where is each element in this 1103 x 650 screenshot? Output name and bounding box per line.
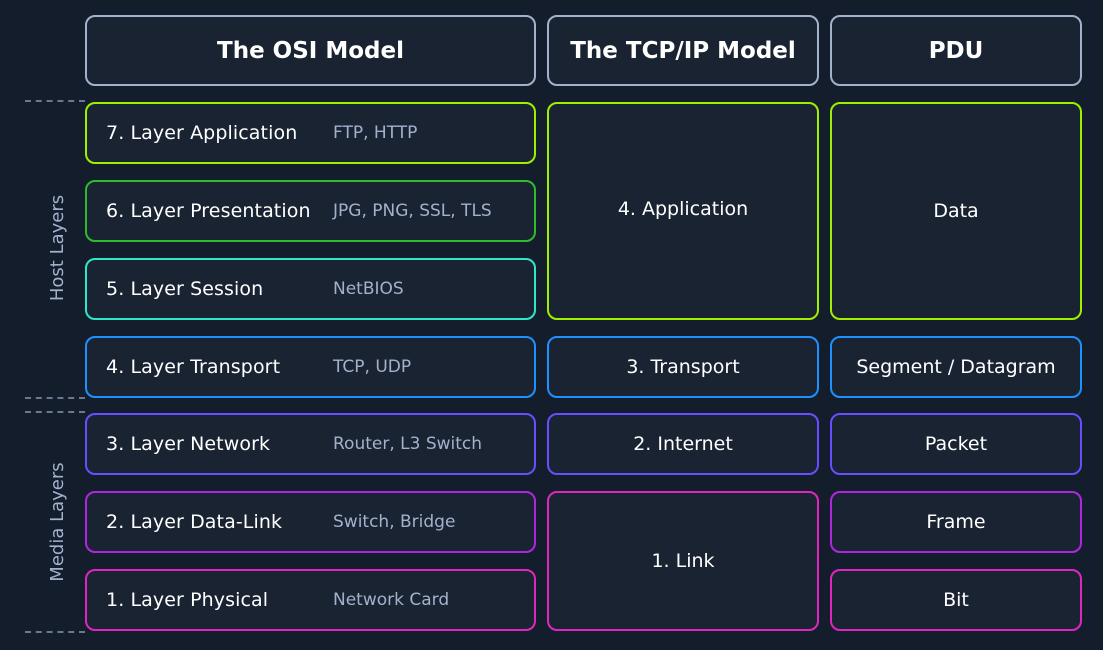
osi-layer-protocols: FTP, HTTP	[333, 123, 418, 143]
osi-layer-name: 7. Layer Application	[106, 122, 298, 144]
tcpip-layer-name: 3. Transport	[626, 356, 740, 378]
pdu-name: Bit	[943, 589, 969, 611]
osi-layer-2: 2. Layer Data-Link Switch, Bridge	[85, 491, 536, 553]
pdu-bit: Bit	[830, 569, 1082, 631]
osi-layer-protocols: TCP, UDP	[333, 357, 412, 377]
tcpip-model-header: The TCP/IP Model	[547, 15, 819, 86]
pdu-segment-datagram: Segment / Datagram	[830, 336, 1082, 398]
osi-layer-name: 1. Layer Physical	[106, 589, 269, 611]
osi-model-title: The OSI Model	[217, 37, 404, 64]
osi-layer-protocols: JPG, PNG, SSL, TLS	[333, 201, 492, 221]
pdu-header: PDU	[830, 15, 1082, 86]
osi-layer-protocols: NetBIOS	[333, 279, 404, 299]
osi-layer-6: 6. Layer Presentation JPG, PNG, SSL, TLS	[85, 180, 536, 242]
osi-layer-name: 4. Layer Transport	[106, 356, 281, 378]
host-top-divider	[25, 100, 85, 102]
pdu-frame: Frame	[830, 491, 1082, 553]
pdu-name: Data	[933, 200, 979, 222]
tcpip-layer-name: 4. Application	[617, 198, 749, 220]
pdu-name: Packet	[924, 433, 988, 455]
osi-layer-5: 5. Layer Session NetBIOS	[85, 258, 536, 320]
pdu-data: Data	[830, 102, 1082, 320]
osi-model-header: The OSI Model	[85, 15, 536, 86]
media-bottom-divider	[25, 631, 85, 633]
osi-layer-name: 3. Layer Network	[106, 433, 271, 455]
media-layers-label: Media Layers	[47, 462, 68, 582]
osi-layer-name: 2. Layer Data-Link	[106, 511, 283, 533]
host-bottom-divider	[25, 397, 85, 399]
tcpip-layer-name: 2. Internet	[633, 433, 733, 455]
tcpip-link: 1. Link	[547, 491, 819, 631]
tcpip-model-title: The TCP/IP Model	[570, 37, 796, 64]
osi-layer-4: 4. Layer Transport TCP, UDP	[85, 336, 536, 398]
osi-layer-7: 7. Layer Application FTP, HTTP	[85, 102, 536, 164]
osi-layer-protocols: Switch, Bridge	[333, 512, 456, 532]
osi-layer-1: 1. Layer Physical Network Card	[85, 569, 536, 631]
tcpip-application: 4. Application	[547, 102, 819, 320]
osi-layer-protocols: Router, L3 Switch	[333, 434, 483, 454]
tcpip-internet: 2. Internet	[547, 413, 819, 475]
osi-layer-3: 3. Layer Network Router, L3 Switch	[85, 413, 536, 475]
osi-layer-protocols: Network Card	[333, 590, 450, 610]
media-top-divider	[25, 411, 85, 413]
pdu-name: Segment / Datagram	[856, 356, 1056, 378]
tcpip-layer-name: 1. Link	[651, 550, 715, 572]
pdu-title: PDU	[928, 37, 984, 64]
tcpip-transport: 3. Transport	[547, 336, 819, 398]
osi-layer-name: 5. Layer Session	[106, 278, 264, 300]
pdu-packet: Packet	[830, 413, 1082, 475]
host-layers-label: Host Layers	[47, 194, 68, 302]
pdu-name: Frame	[926, 511, 986, 533]
osi-layer-name: 6. Layer Presentation	[106, 200, 311, 222]
